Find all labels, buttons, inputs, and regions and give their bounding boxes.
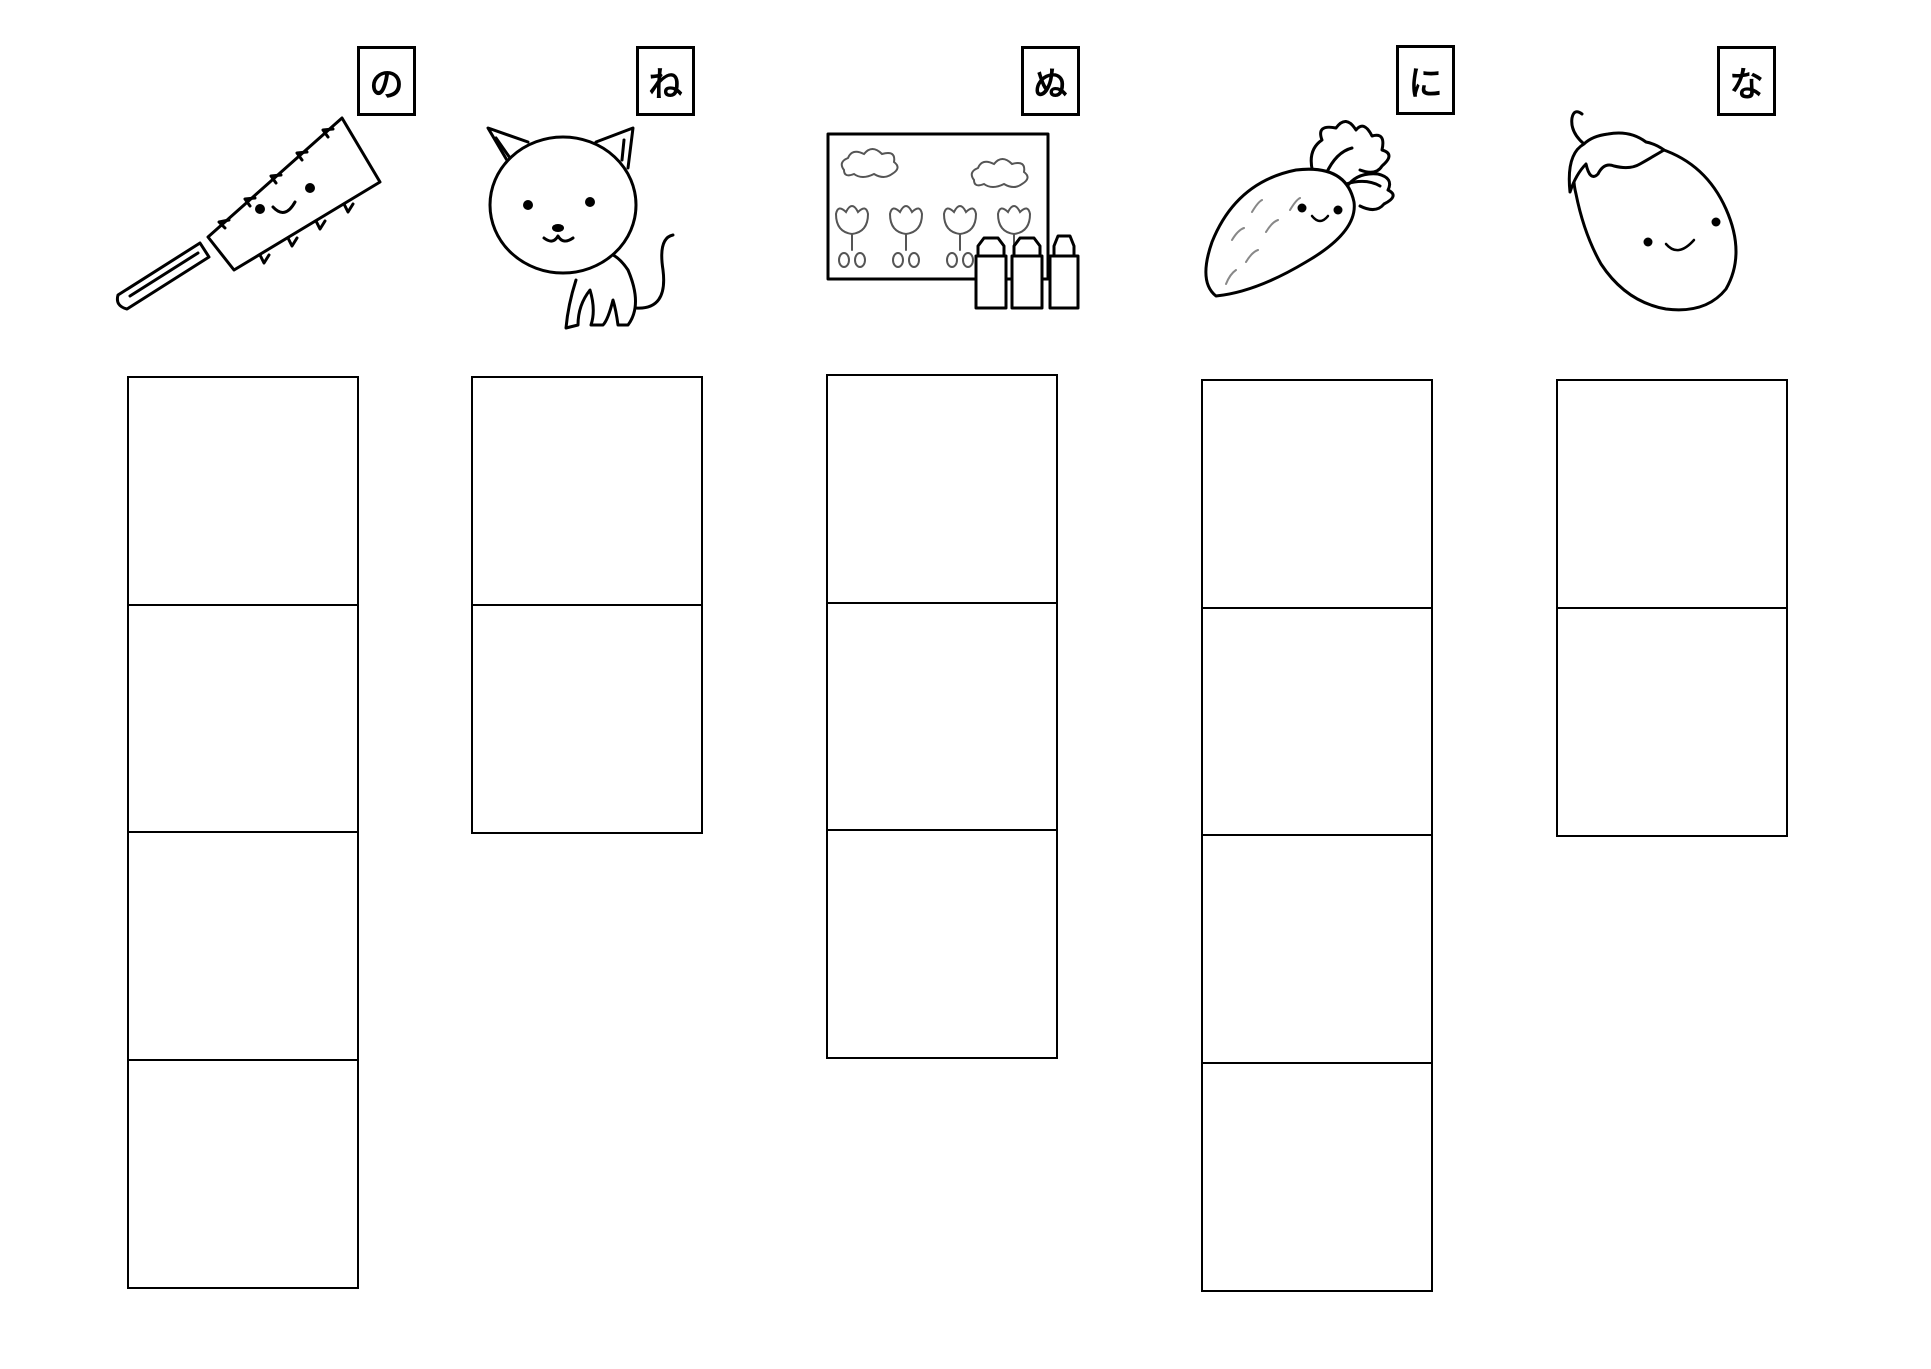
writing-square[interactable] — [127, 1058, 359, 1289]
kana-label-ni: に — [1396, 45, 1455, 115]
writing-column-no — [127, 376, 359, 1289]
writing-square[interactable] — [471, 376, 703, 606]
coloring-picture-icon — [826, 132, 1080, 310]
writing-square[interactable] — [1556, 379, 1788, 609]
kana-char: の — [369, 64, 404, 105]
writing-square[interactable] — [826, 601, 1058, 832]
kana-char: な — [1729, 64, 1764, 105]
writing-square[interactable] — [1556, 606, 1788, 837]
kana-label-no: の — [357, 46, 416, 116]
kana-char: に — [1408, 63, 1443, 104]
writing-square[interactable] — [1201, 1061, 1433, 1292]
cat-icon — [486, 126, 675, 330]
writing-square[interactable] — [1201, 379, 1433, 609]
writing-square[interactable] — [826, 374, 1058, 604]
writing-square[interactable] — [127, 831, 359, 1061]
kana-label-nu: ぬ — [1021, 46, 1080, 116]
writing-square[interactable] — [471, 603, 703, 834]
eggplant-icon — [1567, 110, 1738, 312]
kana-label-ne: ね — [636, 46, 695, 116]
writing-square[interactable] — [1201, 834, 1433, 1064]
writing-square[interactable] — [826, 829, 1058, 1059]
writing-column-ni — [1201, 379, 1433, 1292]
kana-char: ね — [648, 64, 683, 105]
writing-square[interactable] — [127, 603, 359, 834]
writing-column-ne — [471, 376, 703, 834]
writing-square[interactable] — [127, 376, 359, 606]
writing-column-nu — [826, 374, 1058, 1059]
kana-char: ぬ — [1033, 64, 1068, 105]
kana-label-na: な — [1717, 46, 1776, 116]
writing-square[interactable] — [1201, 606, 1433, 837]
writing-column-na — [1556, 379, 1788, 837]
carrot-icon — [1204, 120, 1395, 298]
saw-icon — [115, 116, 382, 311]
